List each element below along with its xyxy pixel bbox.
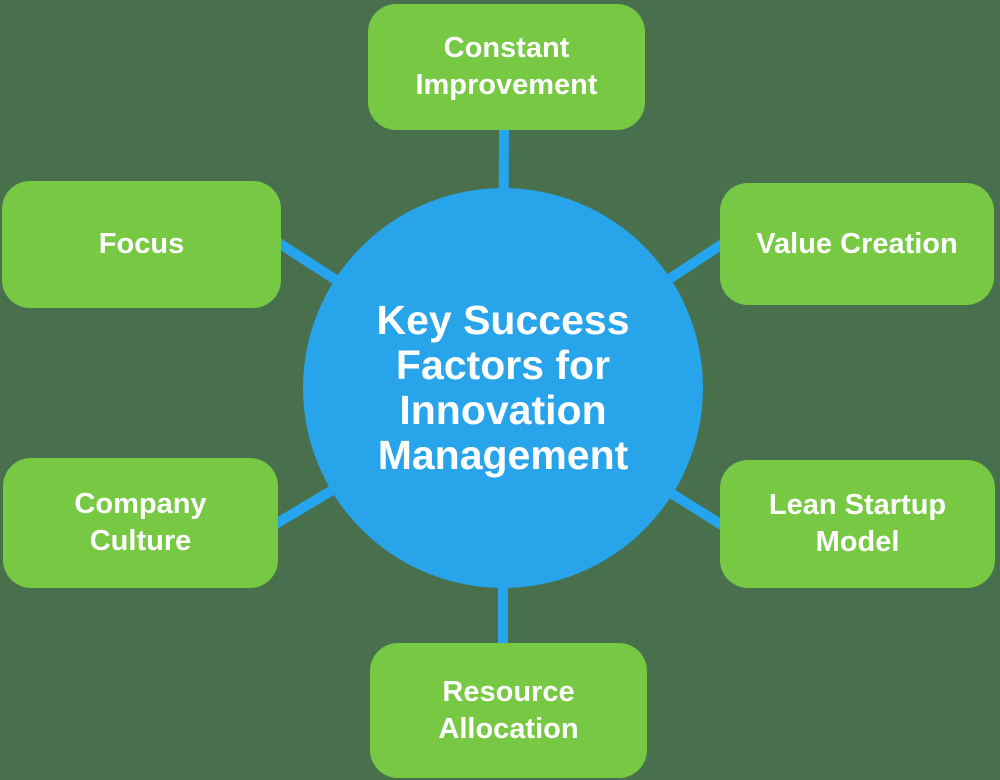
hub-title: Key Success Factors for Innovation Manag… (376, 298, 629, 478)
hub-title-line-2: Factors for (395, 342, 611, 388)
node-resource-allocation-label: Resource Allocation (438, 675, 579, 745)
hub-title-line-4: Management (377, 432, 629, 478)
hub-title-line-3: Innovation (399, 387, 607, 433)
node-constant-improvement: Constant Improvement (368, 4, 645, 130)
node-company-culture: Company Culture (3, 458, 278, 588)
node-lean-startup-model: Lean Startup Model (720, 460, 995, 588)
node-focus: Focus (2, 181, 281, 308)
node-value-creation: Value Creation (720, 183, 994, 305)
node-focus-label: Focus (98, 228, 185, 260)
hub-circle: Key Success Factors for Innovation Manag… (303, 188, 703, 588)
node-company-culture-label: Company Culture (74, 488, 207, 557)
node-resource-allocation: Resource Allocation (370, 643, 647, 778)
hub-title-line-1: Key Success (376, 297, 630, 343)
node-constant-improvement-label: Constant Improvement (415, 32, 598, 101)
node-lean-startup-model-label: Lean Startup Model (768, 489, 947, 558)
node-value-creation-label: Value Creation (756, 227, 958, 260)
